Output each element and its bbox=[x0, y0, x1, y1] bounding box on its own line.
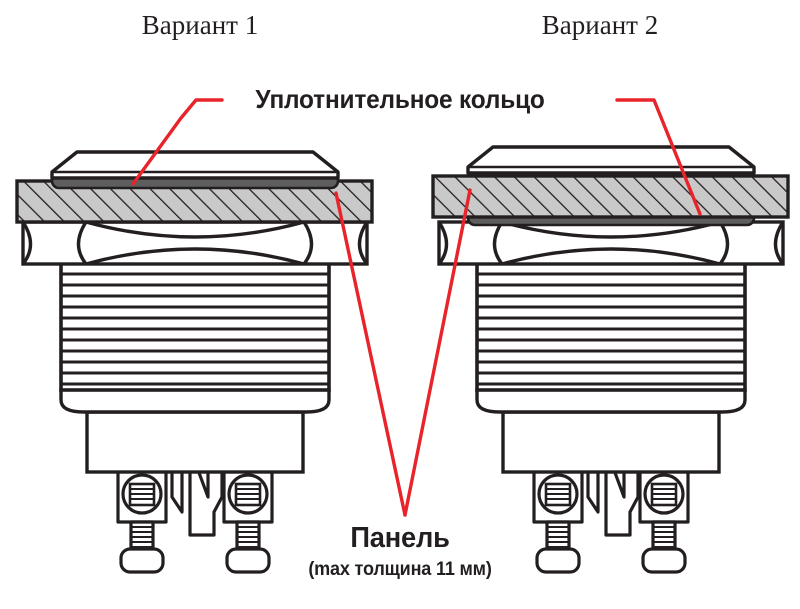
assembly-variant-1 bbox=[15, 150, 374, 574]
leader-panel-left bbox=[334, 191, 407, 517]
screw-terminal-left-threads bbox=[131, 526, 153, 548]
leader-panel-right bbox=[403, 188, 472, 517]
screw-terminal-right-threads bbox=[237, 526, 259, 548]
mounting-panel bbox=[431, 174, 790, 219]
thread-lines bbox=[477, 272, 745, 386]
blade-terminal-left bbox=[586, 468, 600, 514]
thread-lines bbox=[61, 272, 329, 386]
screw-terminal-right-threads bbox=[653, 526, 675, 548]
hex-nut bbox=[21, 220, 369, 266]
panel-thickness-note: (max толщина 11 мм) bbox=[308, 559, 492, 580]
leader-oring-right bbox=[615, 98, 702, 216]
screw-head-left-slots bbox=[128, 482, 156, 507]
hex-nut bbox=[437, 220, 785, 266]
tapered-shoulder bbox=[59, 387, 331, 414]
tapered-shoulder bbox=[475, 387, 747, 414]
threaded-body bbox=[475, 260, 747, 392]
assembly-variant-2 bbox=[431, 145, 790, 574]
terminal-block bbox=[85, 410, 305, 474]
button-cap bbox=[50, 150, 340, 180]
variant-2-title: Вариант 2 bbox=[541, 10, 659, 40]
screw-head-right-slots bbox=[234, 482, 262, 507]
variant-1-title: Вариант 1 bbox=[141, 10, 259, 40]
screw-terminal-left-threads bbox=[547, 526, 569, 548]
threaded-body bbox=[59, 260, 331, 392]
terminal-block bbox=[501, 410, 721, 474]
blade-terminal-center bbox=[604, 468, 640, 537]
oring-label: Уплотнительное кольцо bbox=[255, 84, 545, 114]
leader-lines bbox=[131, 98, 702, 517]
blade-terminal-center bbox=[188, 468, 224, 537]
screw-head-left-slots bbox=[544, 482, 572, 507]
button-cap bbox=[466, 145, 756, 175]
panel-label: Панель bbox=[350, 522, 450, 554]
screw-head-right-slots bbox=[650, 482, 678, 507]
blade-terminal-left bbox=[170, 468, 184, 514]
leader-oring-left bbox=[131, 98, 224, 186]
